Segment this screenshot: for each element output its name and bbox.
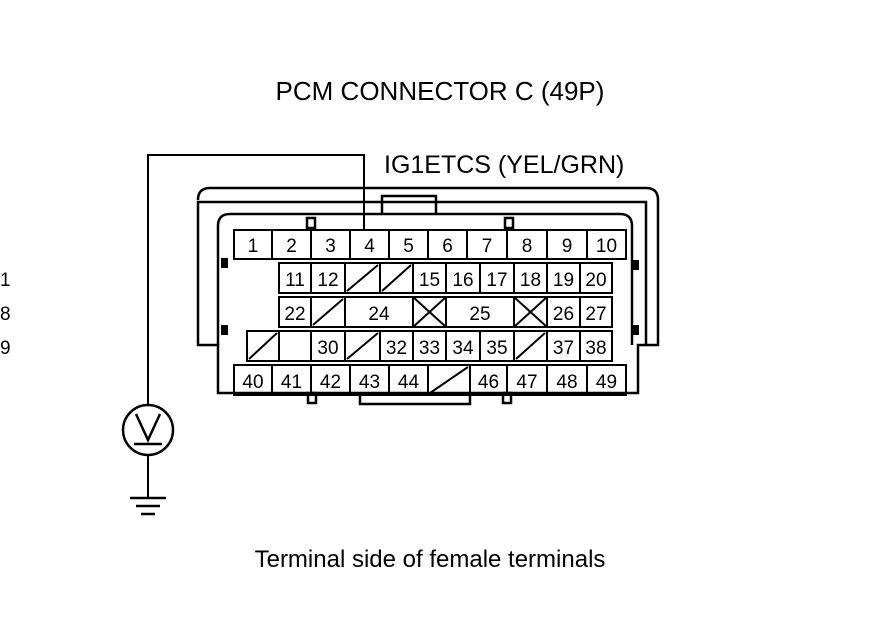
terminal-label: 44 <box>398 372 420 393</box>
terminal-label: 5 <box>403 236 414 257</box>
blank-cross <box>513 296 548 328</box>
terminal-label: 18 <box>520 270 541 291</box>
terminal-label: 7 <box>482 236 493 257</box>
terminal-20 <box>579 262 613 294</box>
terminal-label: 21 <box>0 270 11 291</box>
terminal-label: 25 <box>469 304 490 325</box>
terminal-label: 39 <box>0 338 11 359</box>
footer-caption: Terminal side of female terminals <box>255 546 606 573</box>
terminal-49 <box>586 364 627 396</box>
terminal-label: 20 <box>585 270 606 291</box>
probe-wire <box>147 154 365 405</box>
ground-icon <box>130 496 166 516</box>
terminal-label: 43 <box>359 372 380 393</box>
terminal-label: 22 <box>284 304 305 325</box>
voltmeter-icon <box>121 403 175 457</box>
lock-marks <box>221 258 639 335</box>
terminal-label: 42 <box>320 372 341 393</box>
blank-slash <box>346 332 379 360</box>
terminal-label: 34 <box>452 338 474 359</box>
terminal-label: 33 <box>419 338 440 359</box>
terminal-label: 19 <box>553 270 574 291</box>
terminal-label: 10 <box>596 236 617 257</box>
terminal-label: 11 <box>285 270 305 291</box>
terminal-label: 46 <box>478 372 499 393</box>
terminal-label: 8 <box>522 236 533 257</box>
terminal-label: 49 <box>596 372 617 393</box>
terminal-label: 1 <box>248 236 259 257</box>
terminal-label: 37 <box>553 338 574 359</box>
blank-slash <box>248 332 278 360</box>
terminal-label: 6 <box>442 236 453 257</box>
terminal-label: 35 <box>486 338 507 359</box>
terminal-label: 24 <box>368 304 390 325</box>
blank-slash <box>346 264 379 292</box>
terminal-grid: 1234567891011121516171819202122242526272… <box>0 229 627 396</box>
terminal-10 <box>586 229 627 260</box>
terminal-label: 32 <box>386 338 407 359</box>
connector-housing <box>196 186 660 406</box>
terminal-label: 17 <box>486 270 507 291</box>
terminal-label: 38 <box>585 338 606 359</box>
terminal-label: 40 <box>242 372 263 393</box>
blank-slash <box>381 264 412 292</box>
blank-slash <box>515 332 546 360</box>
terminal-label: 47 <box>516 372 537 393</box>
terminal-label: 30 <box>317 338 338 359</box>
terminal-label: 15 <box>419 270 440 291</box>
terminal-38 <box>579 330 613 362</box>
terminal-label: 3 <box>325 236 336 257</box>
blank-terminal <box>278 330 312 362</box>
terminal-label: 26 <box>553 304 574 325</box>
terminal-27 <box>579 296 613 328</box>
terminal-label: 27 <box>585 304 606 325</box>
blank-slash <box>312 298 344 326</box>
terminal-label: 41 <box>281 372 302 393</box>
blank-slash <box>429 366 469 394</box>
terminal-label: 48 <box>556 372 577 393</box>
terminal-label: 4 <box>364 236 375 257</box>
terminal-label: 12 <box>317 270 338 291</box>
blank-cross <box>412 296 447 328</box>
wire-label: IG1ETCS (YEL/GRN) <box>384 151 624 179</box>
terminal-label: 9 <box>562 236 573 257</box>
diagram-title: PCM CONNECTOR C (49P) <box>276 76 605 106</box>
terminal-label: 28 <box>0 304 11 325</box>
terminal-label: 16 <box>452 270 473 291</box>
terminal-label: 2 <box>286 236 297 257</box>
